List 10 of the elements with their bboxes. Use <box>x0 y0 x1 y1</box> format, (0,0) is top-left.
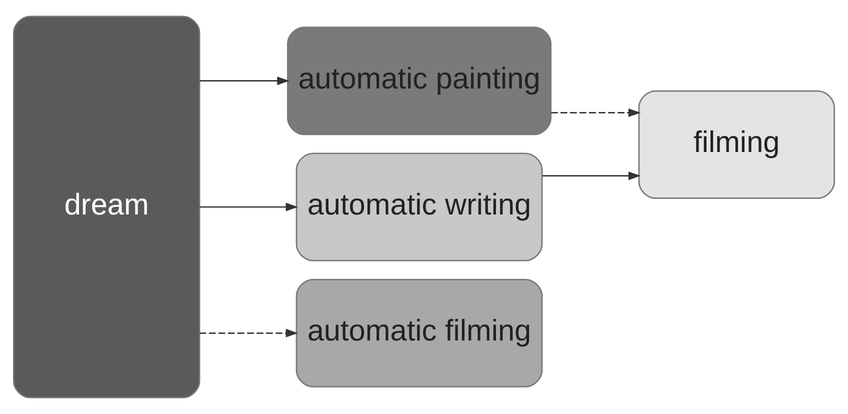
node-box: dream <box>13 16 200 398</box>
arrow <box>200 328 298 338</box>
arrow <box>200 76 290 86</box>
arrow <box>551 108 641 118</box>
node-box: automatic filming <box>296 278 543 388</box>
node-box: automatic writing <box>296 152 543 262</box>
node-box: automatic painting <box>287 26 552 136</box>
node-box: filming <box>638 90 835 199</box>
arrow <box>200 202 298 212</box>
arrow <box>542 172 641 180</box>
